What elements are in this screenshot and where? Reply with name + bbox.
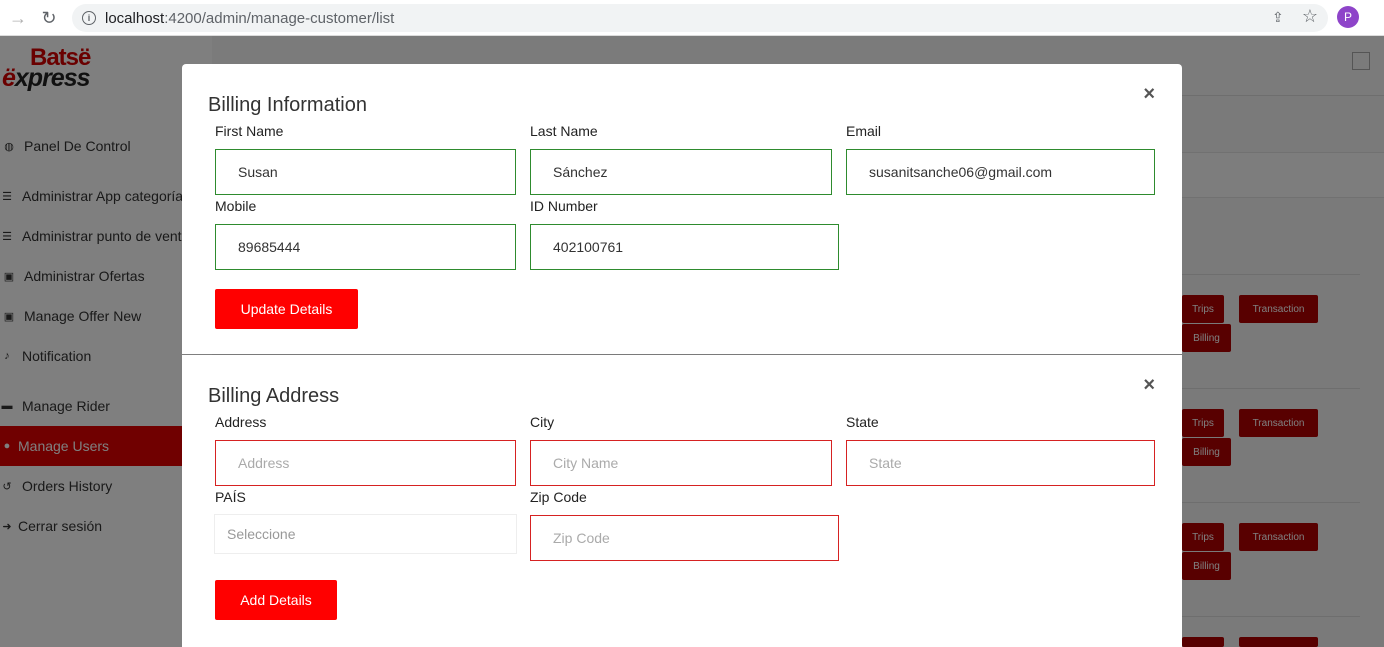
- state-input[interactable]: [846, 440, 1155, 486]
- last-name-input[interactable]: [530, 149, 832, 195]
- last-name-label: Last Name: [530, 123, 598, 139]
- state-label: State: [846, 414, 879, 430]
- address-input[interactable]: [215, 440, 516, 486]
- country-label: PAÍS: [215, 489, 246, 505]
- profile-avatar[interactable]: P: [1337, 6, 1359, 28]
- id-number-label: ID Number: [530, 198, 598, 214]
- email-label: Email: [846, 123, 882, 139]
- bookmark-star-icon[interactable]: ☆: [1301, 6, 1318, 26]
- info-icon[interactable]: i: [82, 11, 96, 25]
- mobile-label: Mobile: [215, 198, 257, 214]
- browser-toolbar: → ↻ i localhost:4200/admin/manage-custom…: [0, 0, 1384, 36]
- zip-code-label: Zip Code: [530, 489, 587, 505]
- url-path: :4200/admin/manage-customer/list: [164, 9, 395, 27]
- id-number-input[interactable]: [530, 224, 839, 270]
- add-details-button[interactable]: Add Details: [215, 580, 337, 620]
- address-bar[interactable]: i localhost:4200/admin/manage-customer/l…: [72, 4, 1328, 32]
- zip-code-input[interactable]: [530, 515, 839, 561]
- close-icon[interactable]: ×: [1143, 83, 1155, 105]
- address-label: Address: [215, 414, 267, 430]
- country-select[interactable]: Seleccione: [214, 514, 517, 554]
- share-icon[interactable]: ⇪: [1272, 9, 1284, 25]
- modal-title: Billing Address: [208, 385, 340, 407]
- city-label: City: [530, 414, 555, 430]
- reload-icon[interactable]: ↻: [41, 7, 57, 28]
- first-name-input[interactable]: [215, 149, 516, 195]
- close-icon[interactable]: ×: [1143, 374, 1155, 396]
- mobile-input[interactable]: [215, 224, 516, 270]
- billing-address-modal: Billing Address × Address City State PAÍ…: [182, 355, 1182, 647]
- modal-title: Billing Information: [208, 94, 367, 116]
- first-name-label: First Name: [215, 123, 284, 139]
- back-arrow-icon[interactable]: →: [9, 7, 27, 28]
- email-input[interactable]: [846, 149, 1155, 195]
- url-host: localhost: [105, 9, 165, 27]
- city-input[interactable]: [530, 440, 832, 486]
- update-details-button[interactable]: Update Details: [215, 289, 358, 329]
- billing-information-modal: Billing Information × First Name Last Na…: [182, 64, 1182, 354]
